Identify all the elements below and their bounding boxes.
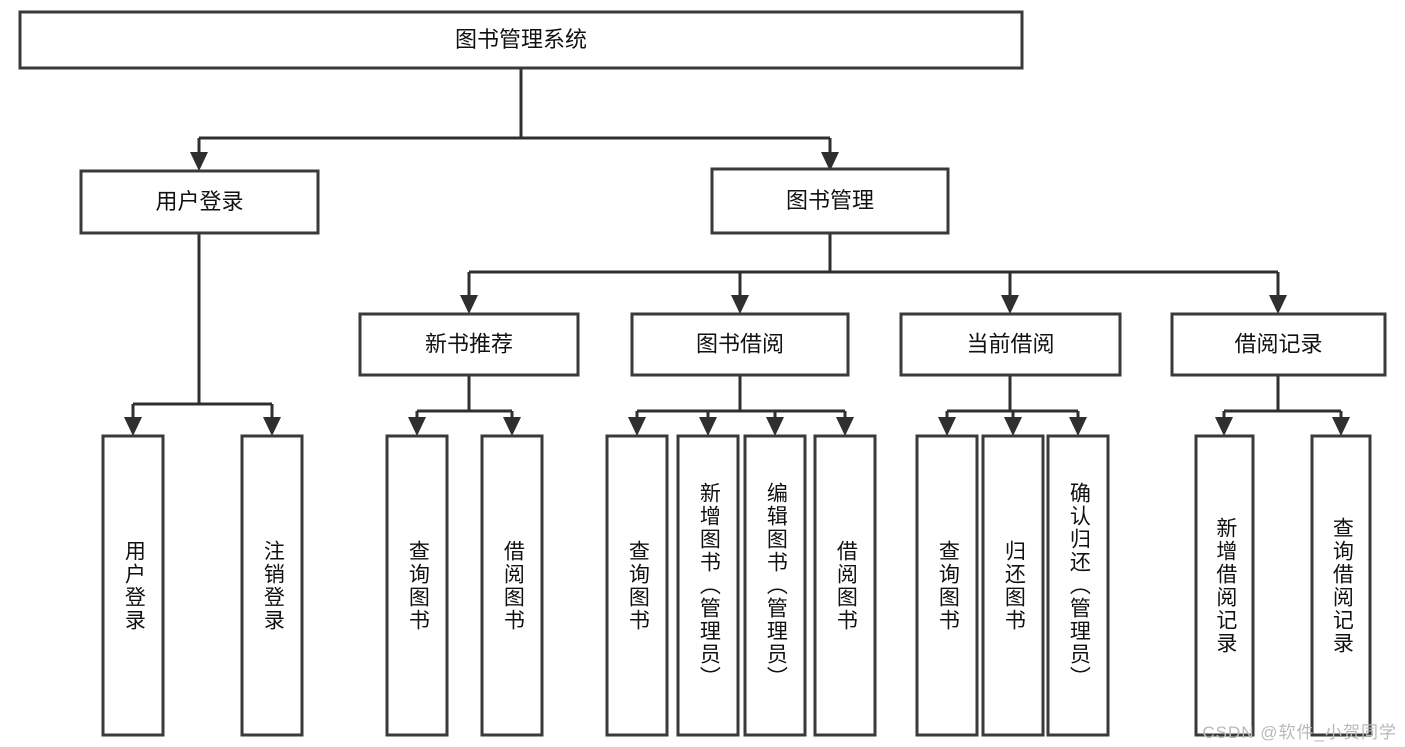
leaf-node-box-leaf-query-record[interactable] xyxy=(1310,434,1372,737)
leaf-node-box-leaf-confirm-return[interactable] xyxy=(1046,434,1110,737)
bus-current-borrow-arrow-0-head xyxy=(938,417,956,436)
level2-node-label: 图书管理 xyxy=(786,188,874,213)
watermark-text: CSDN @软件_小贺同学 xyxy=(1202,723,1397,742)
level3-node-box[interactable] xyxy=(1170,312,1387,377)
level2-node-user-login[interactable]: 用户登录 xyxy=(79,169,320,235)
level3-node-current-borrow[interactable]: 当前借阅 xyxy=(899,312,1122,377)
bus-book-manage-arrow-3-head xyxy=(1269,295,1287,314)
bus-current-borrow-arrow-1-head xyxy=(1004,417,1022,436)
leaf-node-box-leaf-query-book-borrow[interactable] xyxy=(605,434,669,737)
level3-node-book-borrow[interactable]: 图书借阅 xyxy=(630,312,850,377)
leaf-node-box-leaf-borrow-book[interactable] xyxy=(813,434,877,737)
root-node-label: 图书管理系统 xyxy=(455,27,587,52)
bus-new-book-rec-arrow-1-head xyxy=(503,417,521,436)
leaf-node-box-leaf-logout[interactable] xyxy=(240,434,304,737)
bus-book-manage-arrow-1-head xyxy=(731,295,749,314)
bus-new-book-rec-arrow-0-head xyxy=(408,417,426,436)
leaf-node-box-leaf-add-record[interactable] xyxy=(1194,434,1255,737)
leaf-node-box-leaf-edit-book[interactable] xyxy=(743,434,807,737)
bus-borrow-record-arrow-0-head xyxy=(1215,417,1233,436)
level3-node-new-book-rec[interactable]: 新书推荐 xyxy=(358,312,580,377)
bus-book-borrow-arrow-2-head xyxy=(766,417,784,436)
level3-node-box[interactable] xyxy=(358,312,580,377)
root-node-root[interactable]: 图书管理系统 xyxy=(18,10,1024,70)
bus-user-login-arrow-0-head xyxy=(124,417,142,436)
root-node-box[interactable] xyxy=(18,10,1024,70)
level3-node-label: 当前借阅 xyxy=(966,331,1054,356)
level2-node-box[interactable] xyxy=(79,169,320,235)
bus-root-arrow-1-head xyxy=(821,152,839,171)
leaf-node-box-leaf-borrow-book-rec[interactable] xyxy=(480,434,544,737)
bus-current-borrow-arrow-2-head xyxy=(1069,417,1087,436)
connectors-layer xyxy=(124,68,1350,436)
leaf-node-box-leaf-return-book[interactable] xyxy=(981,434,1045,737)
level2-node-book-manage[interactable]: 图书管理 xyxy=(710,167,950,235)
bus-borrow-record-arrow-1-head xyxy=(1332,417,1350,436)
level3-node-label: 新书推荐 xyxy=(425,331,513,356)
bus-root-arrow-0-head xyxy=(190,152,208,171)
bus-book-manage-arrow-2-head xyxy=(1001,295,1019,314)
bus-book-borrow-arrow-3-head xyxy=(836,417,854,436)
bus-book-borrow-arrow-0-head xyxy=(628,417,646,436)
level3-node-label: 图书借阅 xyxy=(696,331,784,356)
level2-node-label: 用户登录 xyxy=(155,189,243,214)
level3-node-box[interactable] xyxy=(899,312,1122,377)
leaf-node-box-leaf-query-book-current[interactable] xyxy=(915,434,979,737)
leaf-node-box-leaf-query-book-rec[interactable] xyxy=(385,434,449,737)
level3-node-box[interactable] xyxy=(630,312,850,377)
bus-user-login-arrow-1-head xyxy=(263,417,281,436)
level3-node-label: 借阅记录 xyxy=(1234,331,1322,356)
leaf-node-box-leaf-add-book[interactable] xyxy=(676,434,740,737)
bus-book-borrow-arrow-1-head xyxy=(699,417,717,436)
leaf-node-box-leaf-user-login[interactable] xyxy=(101,434,165,737)
bus-book-manage-arrow-0-head xyxy=(460,295,478,314)
level3-node-borrow-record[interactable]: 借阅记录 xyxy=(1170,312,1387,377)
level2-node-box[interactable] xyxy=(710,167,950,235)
